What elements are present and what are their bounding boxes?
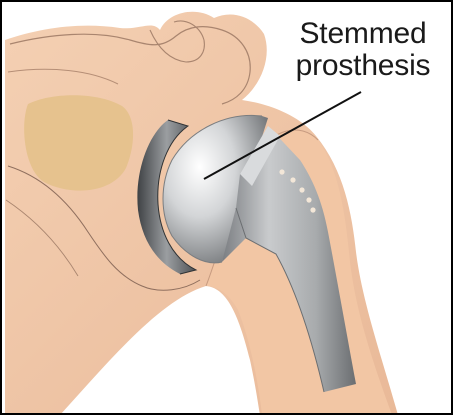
fixation-hole [299, 187, 304, 192]
callout-label-line1: Stemmed [278, 18, 448, 50]
fixation-hole [306, 197, 311, 202]
callout-label-line2: prosthesis [278, 50, 448, 82]
fixation-hole [279, 169, 284, 174]
callout-label: Stemmed prosthesis [278, 18, 448, 82]
glenoid-bone-patch [24, 95, 133, 190]
fixation-hole [290, 177, 295, 182]
fixation-hole [310, 207, 315, 212]
